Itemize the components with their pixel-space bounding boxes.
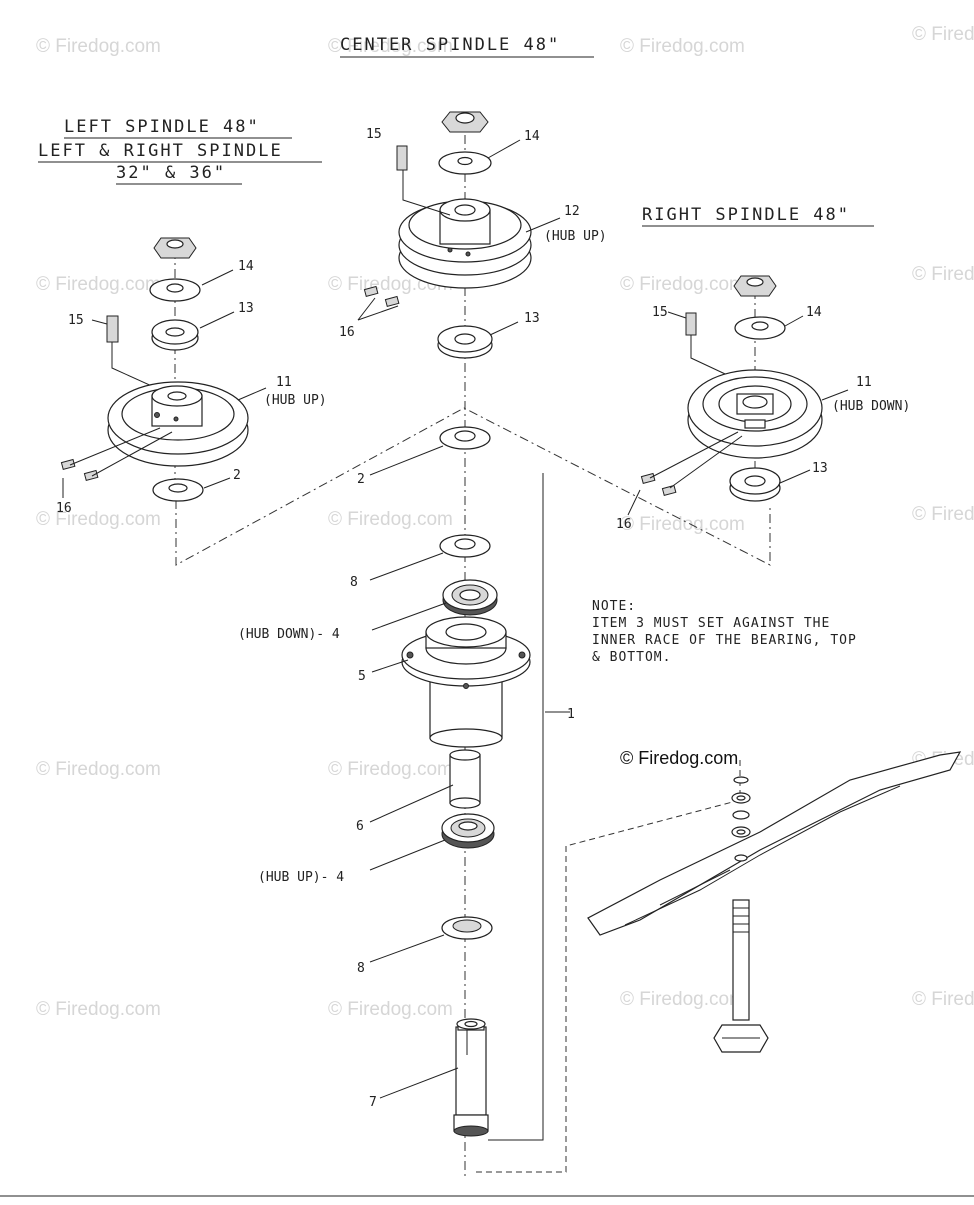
- center-pulley-12: [398, 198, 532, 289]
- spindle-housing-5: [401, 616, 531, 748]
- right-nut: [733, 275, 777, 297]
- watermark: © Firedog.com: [328, 759, 453, 780]
- blade-bolt-guide-line: [476, 760, 741, 1173]
- callout-15-left: 15: [68, 313, 84, 328]
- center-key-15: [396, 145, 408, 171]
- note-line: ITEM 3 MUST SET AGAINST THE: [592, 616, 830, 631]
- callout-16-right: 16: [616, 517, 632, 532]
- note-line: INNER RACE OF THE BEARING, TOP: [592, 633, 857, 648]
- center-spacer-13: [437, 325, 493, 359]
- callout-6: 6: [356, 819, 364, 834]
- callout-7: 7: [369, 1095, 377, 1110]
- note-heading: NOTE:: [592, 599, 636, 614]
- callout-15-right: 15: [652, 305, 668, 320]
- right-key-15: [685, 312, 739, 381]
- watermark: © Firedog.com: [912, 24, 974, 45]
- watermark: © Firedog.com: [36, 274, 161, 295]
- callout-8-bottom: 8: [357, 961, 365, 976]
- spindle-shaft-7: [453, 1018, 489, 1137]
- watermark: © Firedog.com: [912, 989, 974, 1010]
- callout-11-right: 11: [856, 375, 872, 390]
- callout-15-center: 15: [366, 127, 382, 142]
- callout-11-left-hub: (HUB UP): [264, 393, 327, 408]
- assembly-note: NOTE: ITEM 3 MUST SET AGAINST THE INNER …: [592, 599, 857, 665]
- callout-4-hub-up: (HUB UP)- 4: [258, 870, 344, 885]
- watermark: © Firedog.com: [36, 509, 161, 530]
- callout-8-top: 8: [350, 575, 358, 590]
- center-nut: [441, 111, 489, 133]
- center-spindle-title: CENTER SPINDLE 48": [340, 35, 560, 55]
- callout-12-hub: (HUB UP): [544, 229, 607, 244]
- center-washer-2: [439, 426, 491, 450]
- left-set-screws-16: [60, 427, 173, 482]
- watermark: © Firedog.com: [620, 989, 745, 1010]
- callout-4-hub-down: (HUB DOWN)- 4: [238, 627, 340, 642]
- spacer-tube-6: [449, 749, 481, 809]
- left-nut: [153, 237, 197, 259]
- watermark: © Firedog.com: [36, 759, 161, 780]
- left-right-spindle-title: LEFT & RIGHT SPINDLE: [38, 141, 283, 161]
- watermark: © Firedog.com: [36, 999, 161, 1020]
- blade-bolt: [713, 899, 769, 1053]
- callout-12: 12: [564, 204, 580, 219]
- right-set-screws-16: [640, 431, 743, 497]
- watermark-main: © Firedog.com: [620, 748, 738, 768]
- right-spindle-title: RIGHT SPINDLE 48": [642, 205, 850, 225]
- note-line: & BOTTOM.: [592, 650, 671, 665]
- callout-bracket-1: [488, 473, 544, 1141]
- watermark: © Firedog.com: [912, 264, 974, 285]
- right-spindle-assembly: [640, 275, 823, 502]
- callout-labels: 1 2 2 (HUB DOWN)- 4 (HUB UP)- 4 5 6 7 8 …: [56, 127, 910, 1110]
- center-set-screws-16: [363, 285, 400, 308]
- blade-bolt-washers: [731, 776, 751, 862]
- left-spindle-assembly: [60, 237, 249, 502]
- bearing-4-hub-up: [441, 813, 495, 849]
- watermark: © Firedog.com: [620, 514, 745, 535]
- callout-14-center: 14: [524, 129, 540, 144]
- watermark: © Firedog.com: [328, 999, 453, 1020]
- left-key-15: [106, 315, 166, 393]
- watermark: © Firedog.com: [620, 36, 745, 57]
- callout-13-center: 13: [524, 311, 540, 326]
- callout-2-left: 2: [233, 468, 241, 483]
- center-washer-8-bottom: [441, 916, 493, 940]
- callout-13-left: 13: [238, 301, 254, 316]
- center-washer-8-top: [439, 534, 491, 558]
- watermark: © Firedog.com: [620, 274, 745, 295]
- watermarks: © Firedog.com © Firedog.com © Firedog.co…: [36, 24, 974, 1020]
- callout-14-right: 14: [806, 305, 822, 320]
- left-spacer-13: [151, 319, 199, 351]
- bearing-4-hub-down: [442, 579, 498, 616]
- callout-1: 1: [567, 707, 575, 722]
- blade-assembly: © Firedog.com: [587, 748, 962, 1053]
- callout-2-center: 2: [357, 472, 365, 487]
- watermark: © Firedog.com: [328, 509, 453, 530]
- left-washer-2: [152, 478, 204, 502]
- callout-14-left: 14: [238, 259, 254, 274]
- left-pulley-11: [107, 381, 249, 467]
- callout-11-right-hub: (HUB DOWN): [832, 399, 910, 414]
- mower-blade: [587, 751, 962, 936]
- watermark: © Firedog.com: [328, 36, 453, 57]
- callout-16-center: 16: [339, 325, 355, 340]
- spindle-size-title: 32" & 36": [116, 163, 226, 183]
- callout-11-left: 11: [276, 375, 292, 390]
- left-washer-14: [149, 278, 201, 302]
- right-washer-14: [734, 316, 786, 340]
- right-pulley-11: [687, 369, 823, 459]
- center-washer-14: [438, 151, 492, 175]
- callout-5: 5: [358, 669, 366, 684]
- right-spacer-13: [729, 467, 781, 502]
- callout-leaders: [62, 139, 849, 1099]
- callout-13-right: 13: [812, 461, 828, 476]
- watermark: © Firedog.com: [912, 504, 974, 525]
- left-spindle-title: LEFT SPINDLE 48": [64, 117, 260, 137]
- watermark: © Firedog.com: [36, 36, 161, 57]
- spindle-connector-line: [175, 407, 771, 566]
- callout-16-left: 16: [56, 501, 72, 516]
- center-spindle-assembly: [363, 111, 532, 1137]
